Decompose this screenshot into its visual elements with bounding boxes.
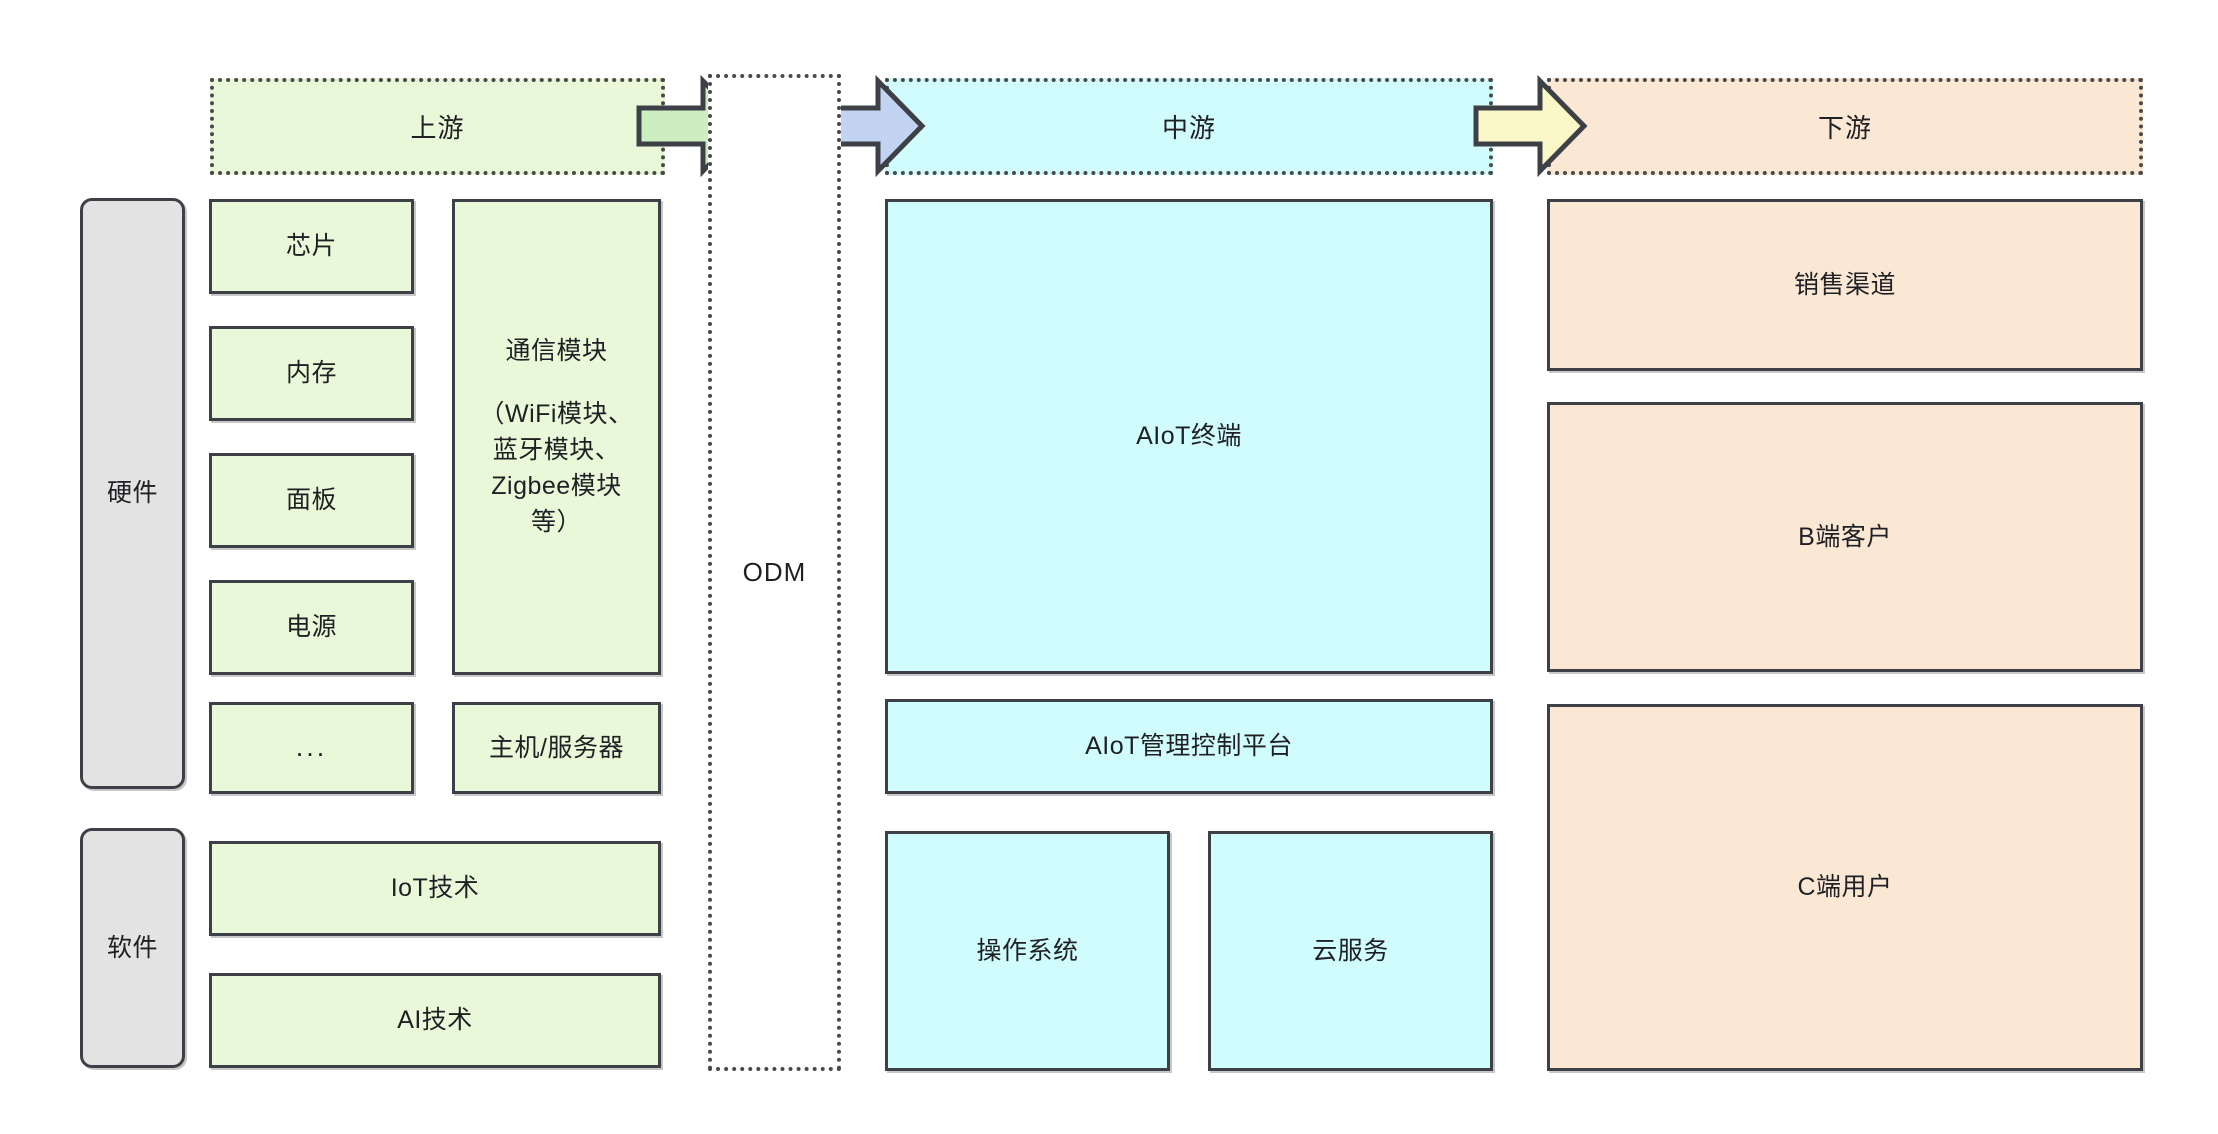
category-software-label: 软件 [106,933,158,962]
odm-label: ODM [742,557,807,587]
item-sales-channel-label: 销售渠道 [1793,270,1896,299]
item-b-customers-label: B端客户 [1798,522,1892,551]
item-c-users-label: C端用户 [1797,873,1893,902]
item-c-users: C端用户 [1547,704,2143,1071]
item-operating-system: 操作系统 [885,831,1170,1071]
category-hardware: 硬件 [80,198,185,789]
item-cloud-service: 云服务 [1208,831,1493,1071]
band-downstream-label: 下游 [1817,113,1872,143]
item-aiot-platform-label: AIoT管理控制平台 [1085,732,1293,761]
item-more-label: ... [295,732,328,763]
category-software: 软件 [80,828,185,1068]
item-panel: 面板 [209,453,414,548]
band-downstream: 下游 [1547,78,2143,175]
item-chip-label: 芯片 [285,232,337,261]
item-cloud-service-label: 云服务 [1312,936,1389,965]
item-memory-label: 内存 [285,359,337,388]
item-aiot-platform: AIoT管理控制平台 [885,699,1493,794]
item-chip: 芯片 [209,199,414,294]
item-more: ... [209,702,414,794]
item-panel-label: 面板 [285,486,337,515]
item-b-customers: B端客户 [1547,402,2143,672]
category-hardware-label: 硬件 [106,479,158,508]
item-power-label: 电源 [285,613,337,642]
comm-module-title: 通信模块 [505,337,608,366]
item-ai-tech: AI技术 [209,973,661,1068]
item-sales-channel: 销售渠道 [1547,199,2143,371]
item-iot-tech: IoT技术 [209,841,661,936]
comm-module-detail: （WiFi模块、 蓝牙模块、 Zigbee模块 等） [479,399,634,537]
item-host-server: 主机/服务器 [452,702,661,794]
band-midstream: 中游 [885,78,1493,175]
item-aiot-terminal-label: AIoT终端 [1136,422,1242,451]
band-upstream: 上游 [210,78,665,175]
band-midstream-label: 中游 [1161,113,1216,143]
band-upstream-label: 上游 [410,113,465,143]
item-memory: 内存 [209,326,414,421]
item-iot-tech-label: IoT技术 [390,874,480,903]
item-ai-tech-label: AI技术 [397,1006,473,1035]
item-host-server-label: 主机/服务器 [489,733,624,762]
item-aiot-terminal: AIoT终端 [885,199,1493,674]
arrow-midstream-to-downstream [1473,74,1588,178]
item-power: 电源 [209,580,414,675]
item-communication-module: 通信模块 （WiFi模块、 蓝牙模块、 Zigbee模块 等） [452,199,661,675]
item-operating-system-label: 操作系统 [976,936,1079,965]
odm-column: ODM [708,74,841,1071]
